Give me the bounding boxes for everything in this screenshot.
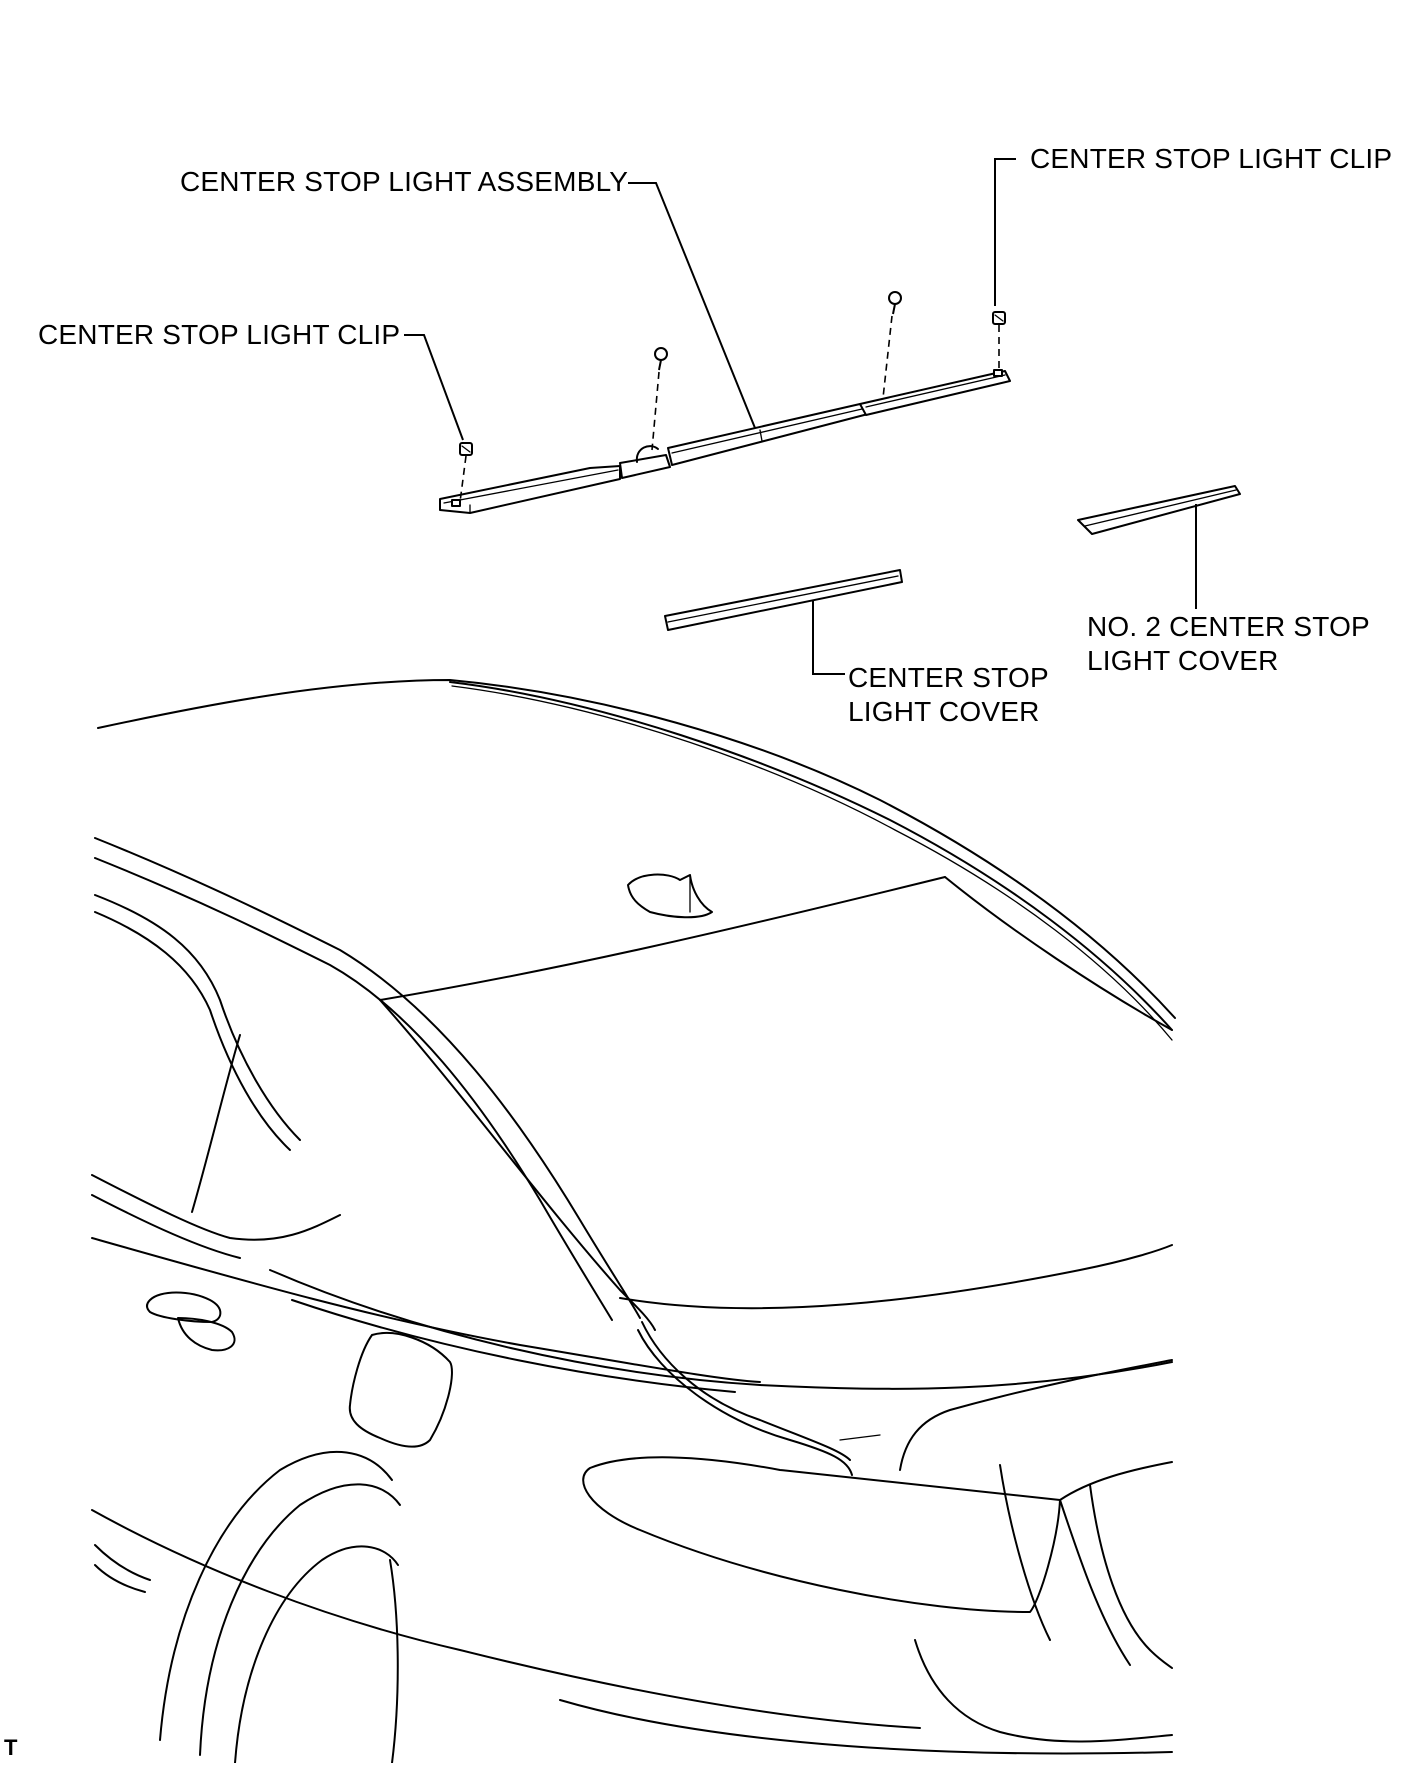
no2-center-stop-light-cover-part xyxy=(1077,485,1241,535)
screw-right-part xyxy=(888,291,902,315)
center-stop-light-cover-part xyxy=(664,569,903,631)
label-center-stop-light-clip-right: CENTER STOP LIGHT CLIP xyxy=(1030,143,1393,174)
corner-mark: T xyxy=(4,1735,18,1760)
label-no2-center-stop-light-cover-line1: NO. 2 CENTER STOP xyxy=(1087,611,1370,642)
leader-lines xyxy=(404,158,1197,675)
clip-right-part xyxy=(992,311,1006,325)
screw-left-part xyxy=(654,347,668,371)
center-stop-light-assembly-part xyxy=(439,369,1011,514)
label-center-stop-light-cover-line1: CENTER STOP xyxy=(848,662,1049,693)
car-body-drawing xyxy=(91,679,1176,1764)
label-center-stop-light-cover-line2: LIGHT COVER xyxy=(848,696,1040,727)
clip-left-part xyxy=(459,442,473,456)
label-center-stop-light-assembly: CENTER STOP LIGHT ASSEMBLY xyxy=(180,166,629,197)
label-no2-center-stop-light-cover-line2: LIGHT COVER xyxy=(1087,645,1279,676)
label-center-stop-light-clip-left: CENTER STOP LIGHT CLIP xyxy=(38,319,401,350)
